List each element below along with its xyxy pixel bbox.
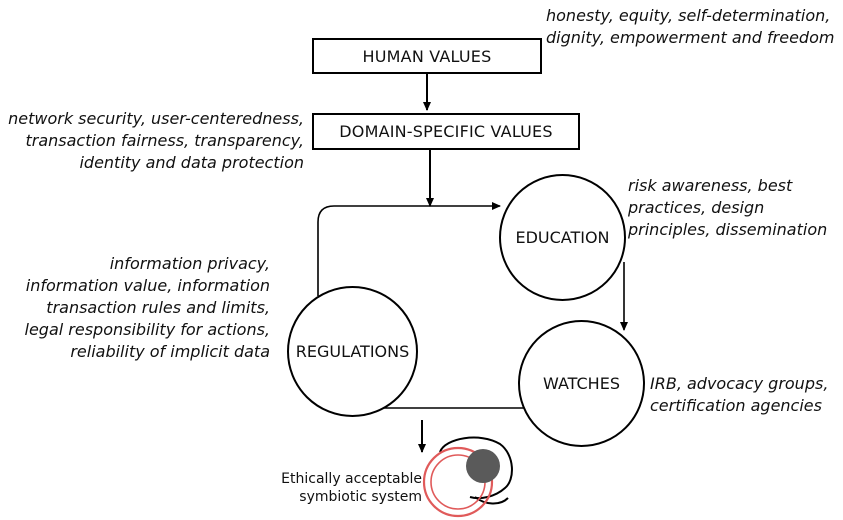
note-line: reliability of implicit data [70,342,270,361]
note-line: honesty, equity, self-determination, [546,6,831,25]
note-line: practices, design [628,198,765,217]
outcome-line-2: symbiotic system [299,489,422,505]
watches-label: WATCHES [543,374,620,393]
domain-values-box: DOMAIN-SPECIFIC VALUES [312,113,580,150]
regulations-node: REGULATIONS [287,286,418,417]
loop-top-arrow [317,202,501,296]
note-line: certification agencies [650,396,822,415]
watches-node: WATCHES [518,320,645,447]
note-line: legal responsibility for actions, [24,320,270,339]
human-values-box: HUMAN VALUES [312,38,542,74]
symbiotic-system-emblem [422,436,513,518]
education-label: EDUCATION [515,228,610,247]
watches-note: IRB, advocacy groups, certification agen… [650,373,828,417]
education-node: EDUCATION [499,174,626,301]
emblem-ring-outer [422,446,494,518]
note-line: information value, information [25,276,270,295]
outcome-line-1: Ethically acceptable [281,471,422,487]
education-note: risk awareness, best practices, design p… [628,175,827,241]
domain-values-label: DOMAIN-SPECIFIC VALUES [339,122,553,141]
note-line: transaction fairness, transparency, [25,131,304,150]
human-values-label: HUMAN VALUES [362,46,492,66]
regulations-label: REGULATIONS [295,342,410,361]
note-line: network security, user-centeredness, [8,109,304,128]
note-line: information privacy, [109,254,270,273]
note-line: risk awareness, best [628,176,793,195]
note-line: principles, dissemination [628,220,828,239]
note-line: IRB, advocacy groups, [650,374,829,393]
outcome-label: Ethically acceptable symbiotic system [250,470,422,506]
human-values-note: honesty, equity, self-determination, dig… [546,5,834,49]
domain-values-note: network security, user-centeredness, tra… [5,108,304,174]
emblem-dot [466,449,500,483]
note-line: identity and data protection [79,153,304,172]
note-line: transaction rules and limits, [46,298,270,317]
emblem-bottom-curl [474,496,509,505]
note-line: dignity, empowerment and freedom [546,28,835,47]
regulations-note: information privacy, information value, … [0,253,270,363]
